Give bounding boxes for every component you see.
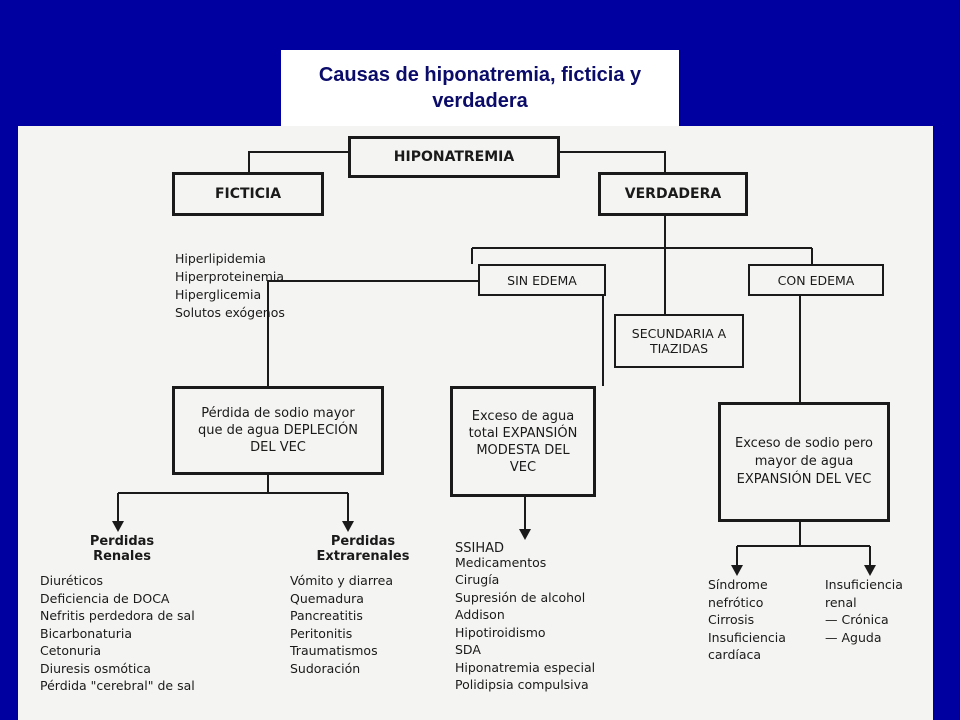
ssihad-item: Supresión de alcohol: [455, 589, 586, 605]
extrarrenales-item: Pancreatitis: [290, 608, 363, 623]
edema-left-line: Cirrosis: [708, 612, 755, 627]
ssihad-item: Polidipsia compulsiva: [455, 677, 589, 692]
node-ficticia: FICTICIA: [172, 172, 324, 216]
ficticia-cause: Solutos exógenos: [175, 305, 285, 320]
renales-item: Nefritis perdedora de sal: [40, 608, 195, 623]
ficticia-cause: Hiperproteinemia: [175, 269, 285, 284]
edema-right-list: Insuficiencia renal — Crónica — Aguda: [825, 576, 903, 646]
connector-sin-edema-left: [267, 280, 478, 386]
renales-item: Diuresis osmótica: [40, 660, 151, 676]
edema-right-line: Insuficiencia: [825, 577, 903, 592]
edema-left-list: Síndrome nefrótico Cirrosis Insuficienci…: [708, 576, 786, 664]
renales-header: Perdidas Renales: [72, 534, 172, 564]
ssihad-item: Addison: [455, 607, 505, 622]
arrowhead-ssihad: [519, 529, 531, 540]
node-secundaria-tiazidas: SECUNDARIA A TIAZIDAS: [614, 314, 744, 368]
node-verdadera: VERDADERA: [598, 172, 748, 216]
ssihad-item: Cirugía: [455, 572, 500, 587]
ficticia-cause: Hiperlipidemia: [175, 251, 266, 266]
node-perdida-sodio: Pérdida de sodio mayor que de agua DEPLE…: [172, 386, 384, 475]
edema-left-line: nefrótico: [708, 594, 764, 610]
extrarrenales-list: Vómito y diarrea Quemadura Pancreatitis …: [290, 572, 393, 677]
arrowhead-edema-right: [864, 565, 876, 576]
renales-list: Diuréticos Deficiencia de DOCA Nefritis …: [40, 572, 195, 695]
node-con-edema: CON EDEMA: [748, 264, 884, 296]
ssihad-item: Hiponatremia especial: [455, 659, 596, 675]
extrarrenales-item: Traumatismos: [290, 643, 378, 658]
ssihad-header: SSIHAD: [455, 541, 505, 556]
ssihad-item: Hipotiroidismo: [455, 624, 546, 640]
renales-item: Bicarbonaturia: [40, 625, 132, 641]
ssihad-list: SSIHAD Medicamentos Cirugía Supresión de…: [455, 540, 595, 694]
slide-title: Causas de hiponatremia, ficticia y verda…: [281, 50, 679, 126]
edema-left-line: Síndrome: [708, 577, 768, 592]
extrarrenales-item: Peritonitis: [290, 625, 353, 641]
node-sin-edema: SIN EDEMA: [478, 264, 606, 296]
ssihad-item: Medicamentos: [455, 554, 547, 570]
extrarrenales-item: Sudoración: [290, 660, 361, 676]
extrarrenales-item: Vómito y diarrea: [290, 573, 393, 588]
arrowhead-extrarrenales: [342, 521, 354, 532]
node-hiponatremia: HIPONATREMIA: [348, 136, 560, 178]
renales-header-line1: Perdidas: [89, 534, 155, 549]
edema-right-line: — Crónica: [825, 612, 889, 627]
arrowhead-renales: [112, 521, 124, 532]
extrarrenales-header-line2: Extrarenales: [316, 549, 410, 564]
arrowhead-edema-left: [731, 565, 743, 576]
renales-item: Diuréticos: [40, 573, 103, 588]
node-exceso-sodio: Exceso de sodio pero mayor de agua EXPAN…: [718, 402, 890, 522]
connector-root-verdadera: [560, 151, 666, 172]
renales-item: Deficiencia de DOCA: [40, 590, 170, 606]
extrarrenales-header-line1: Perdidas: [330, 534, 396, 549]
renales-item: Pérdida "cerebral" de sal: [40, 678, 195, 693]
edema-left-line: cardíaca: [708, 647, 762, 662]
connector-root-ficticia: [248, 151, 348, 172]
node-exceso-agua: Exceso de agua total EXPANSIÓN MODESTA D…: [450, 386, 596, 497]
ficticia-cause: Hiperglicemia: [175, 287, 262, 302]
extrarrenales-header: Perdidas Extrarenales: [300, 534, 426, 564]
extrarrenales-item: Quemadura: [290, 590, 364, 606]
renales-item: Cetonuria: [40, 643, 102, 658]
ssihad-item: SDA: [455, 642, 481, 657]
edema-left-line: Insuficiencia: [708, 629, 786, 645]
edema-right-line: renal: [825, 594, 857, 610]
ficticia-causes-list: Hiperlipidemia Hiperproteinemia Hipergli…: [175, 250, 285, 322]
edema-right-line: — Aguda: [825, 629, 882, 645]
renales-header-line2: Renales: [93, 549, 151, 564]
